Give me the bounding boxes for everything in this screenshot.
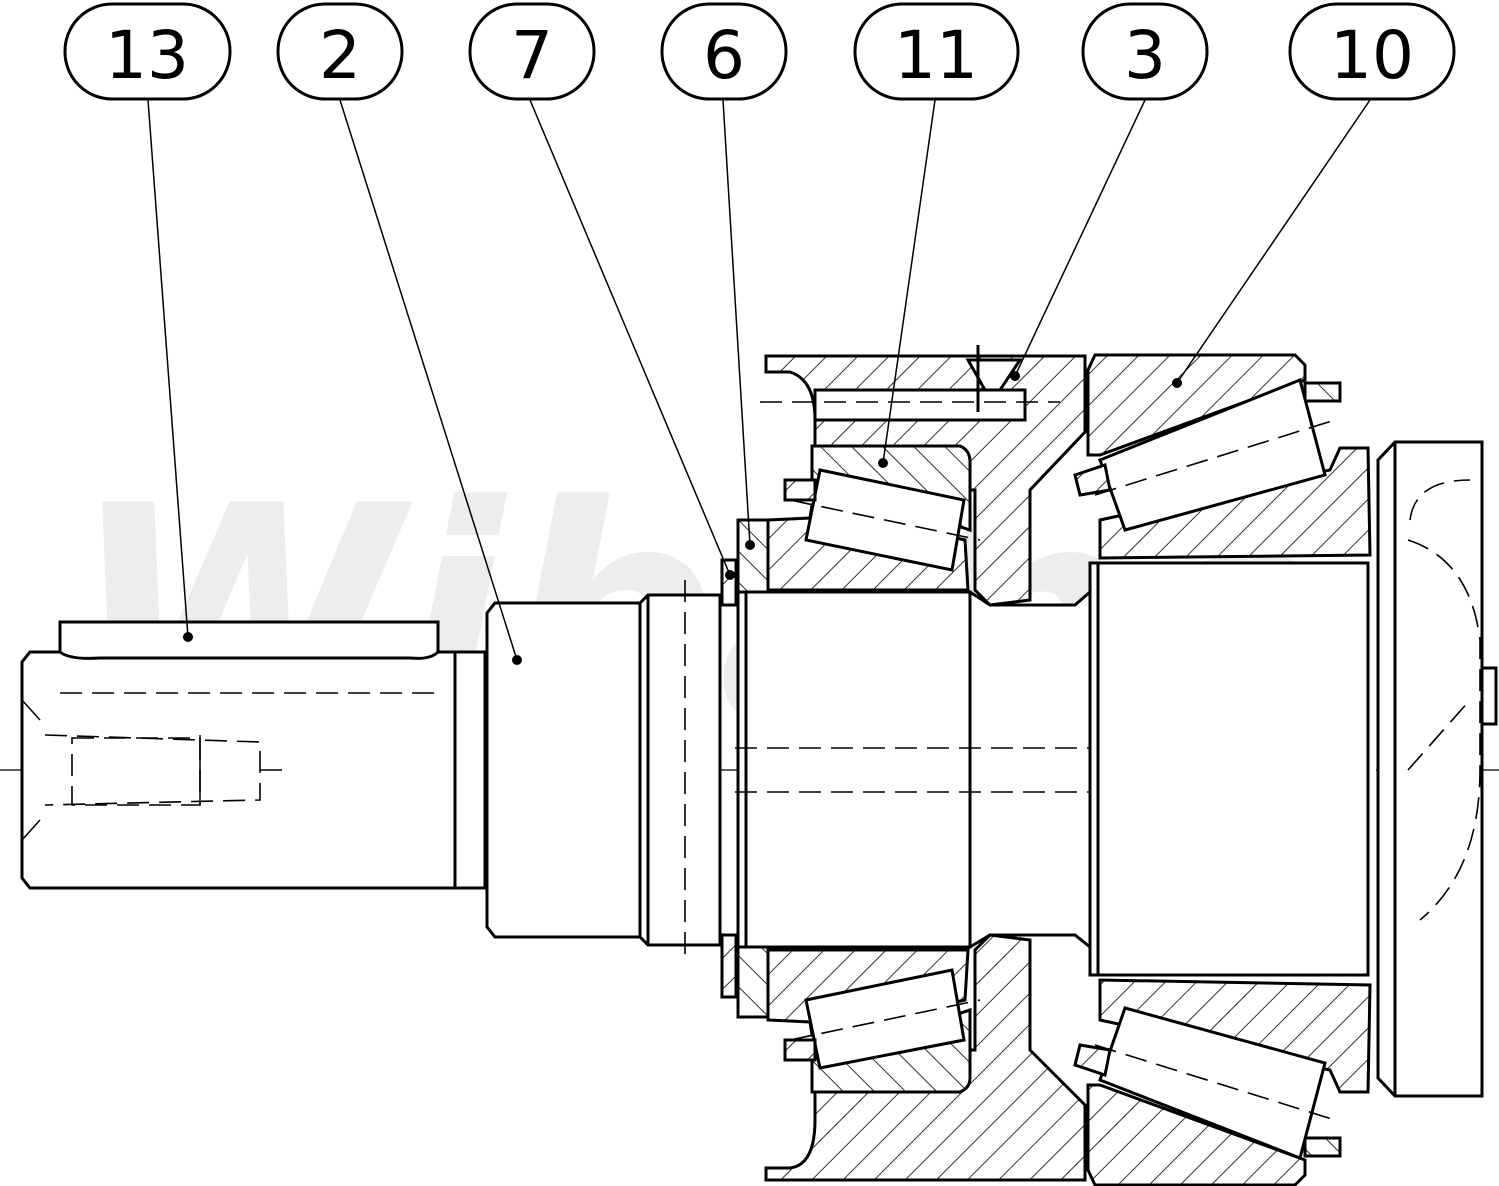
callout-6: 6: [660, 2, 788, 101]
callout-label: 6: [703, 17, 745, 94]
callout-label: 11: [894, 17, 978, 94]
callout-2: 2: [276, 2, 404, 101]
callout-10: 10: [1288, 2, 1456, 101]
pinion-flange: [1376, 440, 1498, 1098]
leader-lines: [147, 99, 1371, 665]
callout-label: 3: [1124, 17, 1166, 94]
callout-7: 7: [468, 2, 596, 101]
callout-3: 3: [1081, 2, 1209, 101]
callout-11: 11: [853, 2, 1020, 101]
callout-label: 13: [105, 17, 189, 94]
callout-13: 13: [63, 2, 232, 101]
tapered-roller-bearing-inner: [766, 444, 981, 1094]
callout-label: 10: [1330, 17, 1414, 94]
feather-key: [58, 620, 440, 660]
input-shaft: [20, 561, 1370, 977]
callout-label: 2: [319, 17, 361, 94]
tapered-roller-bearing-outer: [1073, 353, 1372, 1186]
spacer-washer: [736, 518, 770, 1019]
callout-label: 7: [511, 17, 553, 94]
